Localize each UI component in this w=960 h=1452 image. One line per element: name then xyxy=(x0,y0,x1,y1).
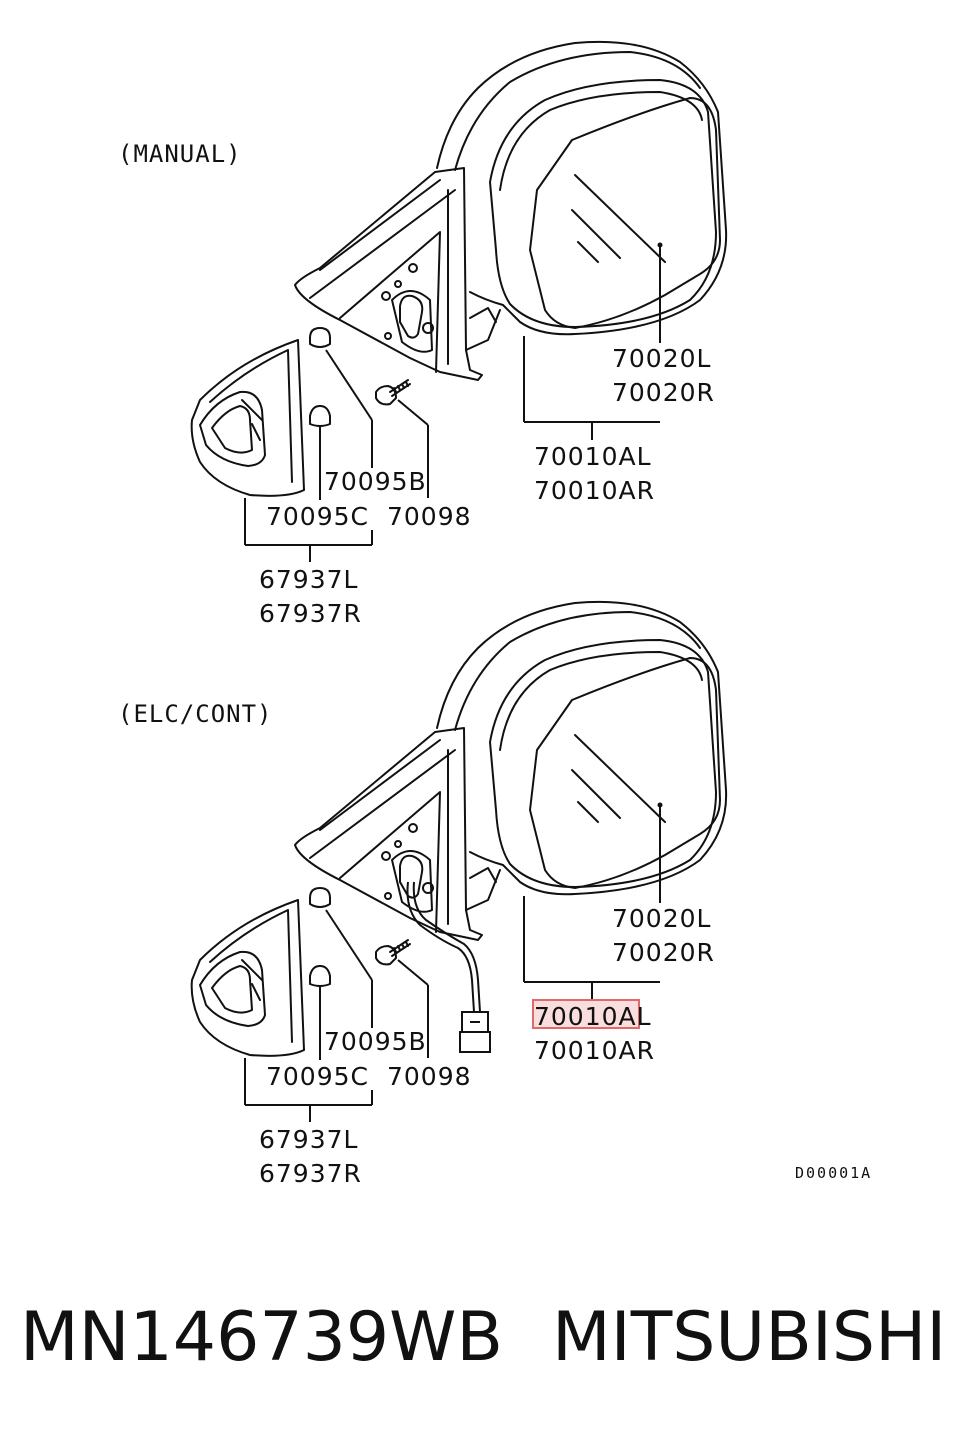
label-mirror-assy-r: 70010AR xyxy=(534,1036,656,1065)
highlight-box xyxy=(532,999,640,1029)
label-screw-b: 70095B xyxy=(324,467,427,496)
label-mirror-assy-r: 70010AR xyxy=(534,476,656,505)
label-cover-r: 67937R xyxy=(259,1159,362,1188)
section-title-electric: (ELC/CONT) xyxy=(118,700,273,728)
label-screw-c: 70095C xyxy=(266,1062,369,1091)
footer-brand: MITSUBISHI xyxy=(552,1298,947,1377)
section-title-manual: (MANUAL) xyxy=(118,140,242,168)
diagram-code: D00001A xyxy=(795,1164,873,1182)
label-bolt: 70098 xyxy=(387,502,472,531)
manual-mirror-drawing xyxy=(190,40,728,563)
label-cover-l: 67937L xyxy=(259,565,359,594)
label-screw-c: 70095C xyxy=(266,502,369,531)
footer-part-number: MN146739WB xyxy=(20,1298,504,1377)
label-mirror-assy-l: 70010AL xyxy=(534,1002,652,1031)
label-mirror-glass-l: 70020L xyxy=(612,344,712,373)
electric-mirror-drawing xyxy=(190,600,728,1123)
label-cover-l: 67937L xyxy=(259,1125,359,1154)
label-cover-r: 67937R xyxy=(259,599,362,628)
label-mirror-glass-r: 70020R xyxy=(612,378,715,407)
label-screw-b: 70095B xyxy=(324,1027,427,1056)
wiring-harness xyxy=(406,881,491,1053)
label-mirror-glass-l: 70020L xyxy=(612,904,712,933)
label-bolt: 70098 xyxy=(387,1062,472,1091)
label-mirror-assy-l: 70010AL xyxy=(534,442,652,471)
label-mirror-glass-r: 70020R xyxy=(612,938,715,967)
